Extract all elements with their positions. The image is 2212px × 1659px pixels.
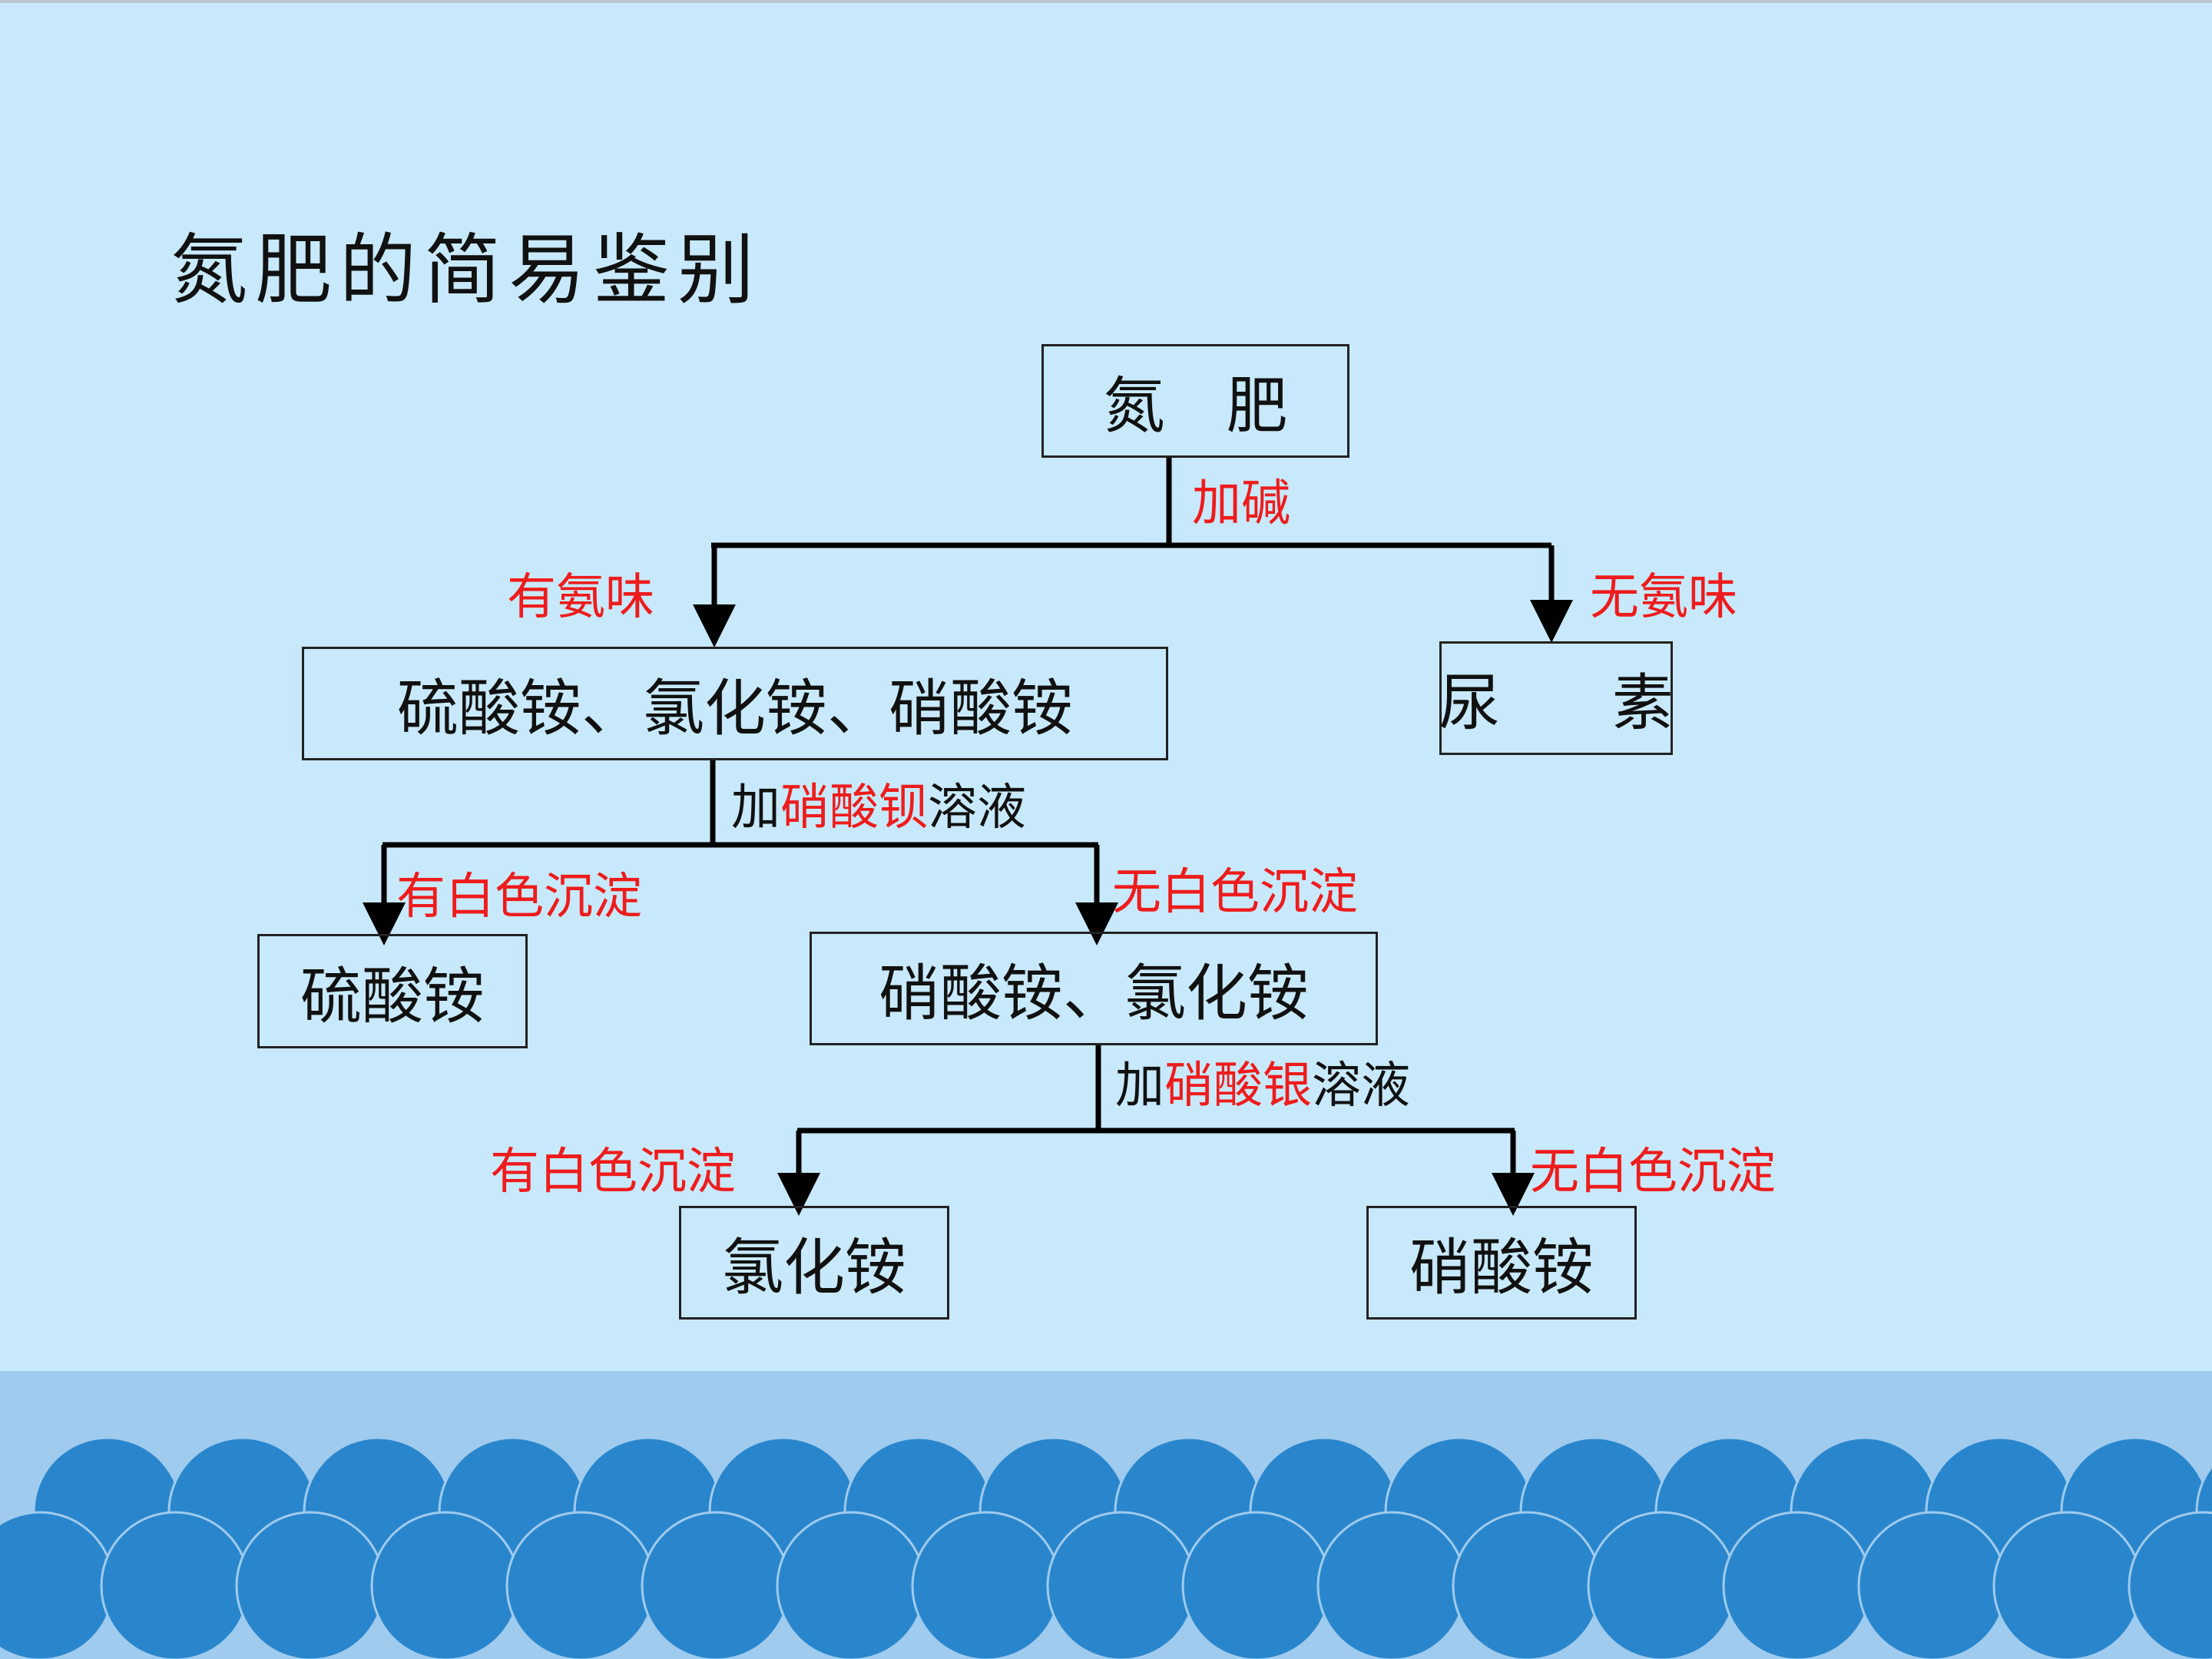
wave-arc (1992, 1511, 2143, 1659)
node-ammonium-chloride: 氯化铵 (679, 1206, 949, 1320)
wave-arc (1722, 1511, 1873, 1659)
node-label: 硝酸铵 (1409, 1232, 1594, 1303)
node-label: 硫酸铵、氯化铵、硝酸铵 (397, 673, 1073, 744)
wave-arc (911, 1511, 1061, 1659)
wave-arc (1857, 1511, 2008, 1659)
add-prefix: 加 (1115, 1058, 1164, 1114)
node-ammonium-sulfate: 硫酸铵 (257, 934, 528, 1048)
wave-arc (370, 1511, 521, 1659)
solution-suffix: 溶液 (1312, 1058, 1410, 1114)
top-border (0, 0, 2212, 3)
edge-no-ammonia-smell: 无氨味 (1590, 569, 1737, 626)
wave-arc (505, 1511, 656, 1659)
node-label: 氮 肥 (1103, 370, 1288, 442)
edge-has-ammonia-smell: 有氨味 (507, 569, 654, 626)
wave-arc (1181, 1511, 1332, 1659)
wave-arc (100, 1511, 250, 1659)
reagent-name: 硝酸银 (1164, 1058, 1312, 1114)
wave-arc (1452, 1511, 1602, 1659)
slide-title: 氮肥的简易鉴别 (171, 225, 762, 315)
wave-arc (235, 1511, 386, 1659)
wave-row-front (0, 1511, 2212, 1659)
node-nitrate-and-chloride: 硝酸铵、氯化铵 (810, 932, 1378, 1045)
node-label: 尿 素 (1439, 667, 1720, 739)
connector-lines (363, 458, 1573, 1216)
wave-arc (2128, 1511, 2212, 1659)
edge-no-white-precipitate-right: 无白色沉淀 (1530, 1144, 1776, 1200)
edge-white-precipitate-right: 有白色沉淀 (490, 1144, 736, 1200)
wave-arc (1316, 1511, 1467, 1659)
reagent-name: 硝酸钡 (780, 780, 928, 836)
edge-add-silver-nitrate: 加硝酸银溶液 (1115, 1061, 1410, 1111)
node-nitrogen-fertilizer: 氮 肥 (1041, 344, 1349, 458)
solution-suffix: 溶液 (928, 780, 1026, 836)
node-label: 氯化铵 (722, 1232, 906, 1303)
node-ammonium-salts: 硫酸铵、氯化铵、硝酸铵 (302, 647, 1168, 760)
edge-no-white-precipitate-left: 无白色沉淀 (1112, 864, 1358, 921)
add-prefix: 加 (731, 780, 780, 836)
wave-arc (1046, 1511, 1197, 1659)
wave-arc (776, 1511, 926, 1659)
node-label: 硝酸铵、氯化铵 (879, 958, 1309, 1029)
edge-add-base: 加碱 (1192, 475, 1290, 532)
edge-white-precipitate-left: 有白色沉淀 (396, 869, 642, 926)
wave-arc (1587, 1511, 1737, 1659)
node-ammonium-nitrate: 硝酸铵 (1366, 1206, 1637, 1320)
node-urea: 尿 素 (1439, 641, 1674, 755)
node-label: 硫酸铵 (300, 960, 485, 1032)
wave-arc (641, 1511, 791, 1659)
decorative-wave-band (0, 1371, 2212, 1659)
edge-add-barium-nitrate: 加硝酸钡溶液 (731, 783, 1026, 833)
